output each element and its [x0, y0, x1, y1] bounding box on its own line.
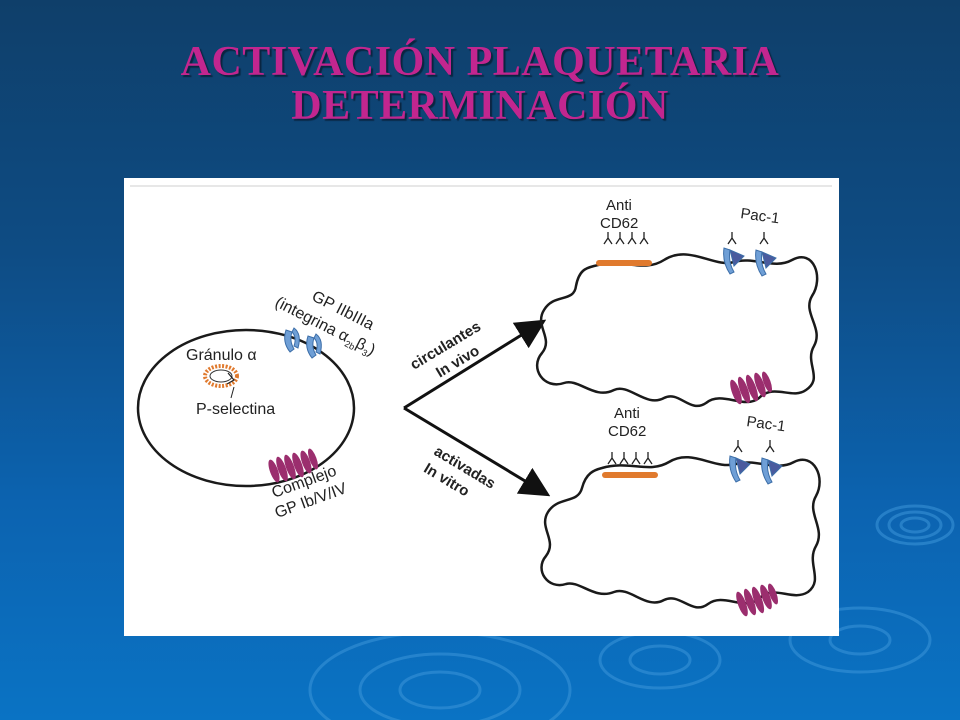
- alpha-granule-icon: [203, 364, 239, 388]
- gp-ib-complex-top-icon: [730, 371, 772, 405]
- pac1-antibody-icon: [727, 232, 769, 245]
- anti-label-bottom-2: CD62: [608, 423, 646, 440]
- integrin-sub: 2b: [343, 339, 356, 352]
- activated-integrin-icon: [723, 247, 777, 277]
- gp-ib-complex-icon: [268, 448, 318, 483]
- arrow-to-activated: [403, 406, 551, 497]
- anti-cd62-antibody-icon: [603, 232, 649, 245]
- resting-platelet-membrane: [136, 328, 356, 488]
- anti-cd62-antibody-bottom-icon: [607, 452, 653, 465]
- p-selectin-patch-top: [596, 260, 652, 266]
- gp-ib-complex-bottom-icon: [736, 583, 778, 617]
- pac-label-bottom: Pac-1: [745, 413, 786, 435]
- activated-platelet-bottom-membrane: [540, 456, 821, 609]
- slide-title: ACTIVACIÓN PLAQUETARIA DETERMINACIÓN: [0, 40, 960, 128]
- integrin-receptor-icon: [284, 327, 322, 359]
- pac1-antibody-bottom-icon: [733, 440, 775, 453]
- arrow-to-circulating: [403, 319, 547, 410]
- pac-label-top: Pac-1: [739, 205, 780, 227]
- platelet-activation-diagram: Gránulo α P-selectina GP IIbIIIa (integr…: [124, 178, 839, 636]
- title-line-1: ACTIVACIÓN PLAQUETARIA: [180, 39, 780, 85]
- anti-label-top-2: CD62: [600, 215, 638, 232]
- integrin-sub-2: 3: [360, 347, 369, 358]
- anti-label-bottom-1: Anti: [614, 405, 640, 422]
- p-selectin-label: P-selectina: [196, 401, 275, 418]
- granule-label: Gránulo α: [186, 347, 257, 364]
- anti-label-top-1: Anti: [606, 197, 632, 214]
- title-line-2: DETERMINACIÓN: [291, 83, 669, 129]
- activated-platelet-top-membrane: [535, 253, 819, 407]
- p-selectin-patch-bottom: [602, 472, 658, 478]
- arrow-bottom-label: activadas In vitro: [421, 443, 499, 500]
- activated-integrin-bottom-icon: [729, 455, 783, 485]
